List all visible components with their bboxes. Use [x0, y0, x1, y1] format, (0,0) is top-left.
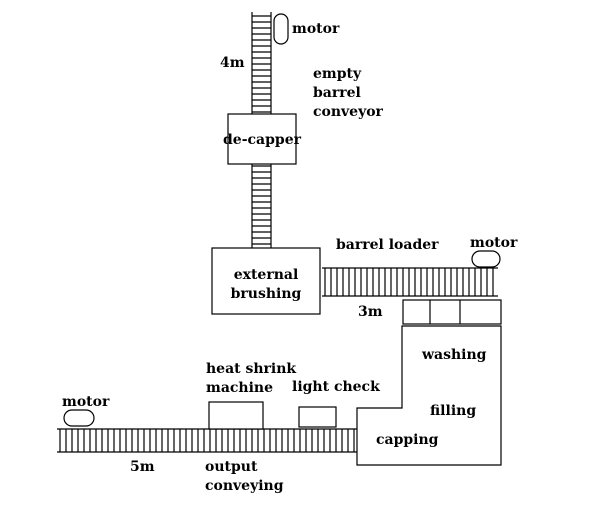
washing-entry-strip: [402, 299, 502, 325]
output-conveying-label-2: conveying: [205, 478, 284, 494]
empty-barrel-conveyor-label-1: empty: [313, 66, 362, 82]
washing-label: washing: [421, 347, 487, 363]
motor-top-icon: [273, 13, 289, 45]
external-brushing-label-1: external: [234, 267, 299, 283]
capping-label: capping: [376, 432, 439, 448]
heat-shrink-label-2: machine: [206, 380, 273, 396]
loader-length-label: 3m: [358, 304, 383, 320]
washing-filling-capping-machine: [356, 325, 502, 466]
light-check-label: light check: [292, 379, 380, 395]
vertical-conveyor-rungs: [252, 15, 271, 245]
filling-label: filling: [430, 403, 476, 419]
motor-right-icon: [471, 250, 501, 268]
barrel-loader-conveyor: [322, 267, 498, 297]
heat-shrink-machine-box: [208, 401, 264, 430]
de-capper-box: [227, 113, 297, 165]
barrel-loader-label: barrel loader: [336, 237, 439, 253]
empty-barrel-conveyor-label-2: barrel: [313, 85, 361, 101]
de-capper-label: de-capper: [223, 132, 302, 148]
motor-top-label: motor: [292, 21, 340, 37]
motor-right-label: motor: [470, 235, 518, 251]
loader-conveyor-rungs: [324, 268, 494, 296]
heat-shrink-label-1: heat shrink: [206, 361, 296, 377]
motor-left-icon: [63, 409, 95, 427]
output-conveyor: [57, 428, 357, 453]
empty-barrel-conveyor-label-3: conveyor: [313, 104, 384, 120]
vertical-length-label: 4m: [220, 55, 245, 71]
external-brushing-label-2: brushing: [231, 286, 302, 302]
empty-barrel-conveyor: [251, 12, 272, 248]
output-conveying-label-1: output: [205, 459, 258, 475]
external-brushing-box: [211, 247, 321, 315]
output-length-label: 5m: [130, 459, 155, 475]
light-check-box: [298, 406, 337, 428]
washing-entry-segments: [402, 299, 502, 325]
output-conveyor-rungs: [59, 429, 355, 452]
motor-left-label: motor: [62, 394, 110, 410]
